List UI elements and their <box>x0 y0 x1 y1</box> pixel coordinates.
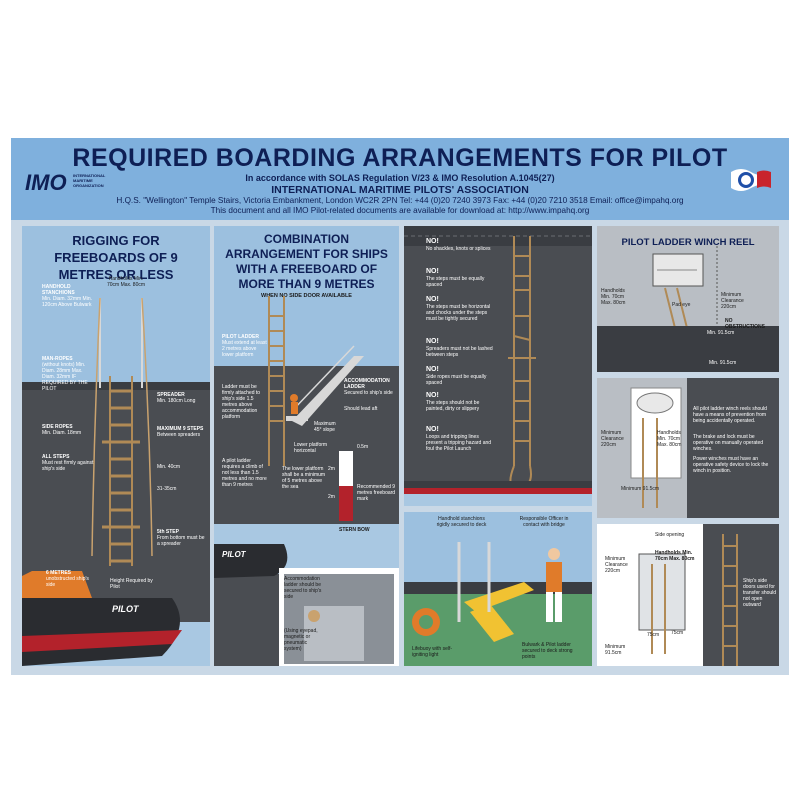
pilot-boat-name-2: PILOT <box>222 550 246 559</box>
poster: REQUIRED BOARDING ARRANGEMENTS FOR PILOT… <box>11 138 789 675</box>
winch-min915-bottom: Min. 91.5cm <box>709 360 737 366</box>
pl-title: PILOT LADDER <box>222 334 259 340</box>
manropes-text: (without knots) Min. Diam. 28mm Max. Dia… <box>42 362 88 392</box>
safety-clearance: Minimum Clearance 220cm <box>601 430 624 448</box>
door-w75b: 75cm <box>671 630 684 636</box>
imo-logo-subtitle: INTERNATIONAL MARITIME ORGANIZATION <box>73 173 106 188</box>
m2a-label: 2m <box>328 466 335 472</box>
header-banner: REQUIRED BOARDING ARRANGEMENTS FOR PILOT… <box>11 138 789 220</box>
max9-text: Between spreaders <box>157 432 201 438</box>
firm-text: Ladder must be firmly attached to ship's… <box>222 384 261 420</box>
freeboard-9m-illustration <box>22 297 210 666</box>
safety-text-1: All pilot ladder winch reels should have… <box>693 406 767 424</box>
panel2-title: COMBINATION ARRANGEMENT FOR SHIPS WITH A… <box>225 232 388 291</box>
deck-scene-illustration <box>404 542 592 666</box>
spreader-text: Min. 180cm Long <box>157 398 196 404</box>
allsteps-text: Must rest firmly against ship's side <box>42 460 94 472</box>
no-obstructions-label: NO OBSTRUCTIONS <box>725 318 765 330</box>
secured-text: Accommodation ladder should be secured t… <box>284 576 322 600</box>
officer-note: Responsible Officer in contact with brid… <box>519 516 569 528</box>
manropes-title: MAN-ROPES <box>42 356 73 362</box>
winch-clearance: Minimum Clearance 220cm <box>721 292 744 310</box>
lead-aft-label: Should lead aft <box>344 406 378 412</box>
imo-logo: IMO <box>25 170 67 195</box>
m05-label: 0.5m <box>357 444 369 450</box>
min40-label: Min. 40cm <box>157 464 181 470</box>
safety-text-2: The brake and lock must be operative on … <box>693 434 764 452</box>
safety-handholds: Handholds Min. 70cm Max. 80cm <box>657 430 682 448</box>
door-note: Ship's side doors used for transfer shou… <box>743 578 777 608</box>
panel2-subtitle: WHEN NO SIDE DOOR AVAILABLE <box>261 293 352 299</box>
combination-illustration <box>214 296 399 666</box>
download-note: This document and all IMO Pilot-related … <box>210 206 590 215</box>
pilot-boat-name: PILOT <box>112 604 139 614</box>
no-item: NO!The steps must be horizontal and choc… <box>426 296 491 322</box>
ladder-faults-illustration <box>404 226 592 506</box>
six-metres-title: 6 METRES <box>46 570 72 576</box>
pad-eye-label: Pad eye <box>672 302 691 308</box>
eyepad-text: (Using eyepad, magnetic or pneumatic sys… <box>284 628 318 652</box>
handholds-label: Handholds Min. 70cm Max. 80cm <box>106 276 146 288</box>
siderope-title: SIDE ROPES <box>42 424 73 430</box>
panel-boarding-deck: Handhold stanchions rigidly secured to d… <box>404 512 592 666</box>
impa-flag-logo-icon <box>729 166 773 194</box>
no-item: NO!The steps must be equally spaced <box>426 268 485 288</box>
panel1-title: RIGGING FOR FREEBOARDS OF 9 METRES OR LE… <box>54 233 178 282</box>
winch-min915: Min. 91.5cm <box>707 330 735 336</box>
panel-winch-reel: A PILOT LADDER WINCH REEL Handholds Min.… <box>597 226 779 372</box>
stanchions-text: Min. Diam. 32mm Min. 120cm Above Bulwark <box>42 296 93 308</box>
max9-title: MAXIMUM 9 STEPS <box>157 426 204 432</box>
allsteps-title: ALL STEPS <box>42 454 70 460</box>
climb-text: A pilot ladder requires a climb of not l… <box>222 458 267 488</box>
fifth-step-text: From bottom must be a spreader <box>157 535 205 547</box>
no-item: NO!The steps should not be painted, dirt… <box>426 392 480 412</box>
bulwark-note: Bulwark & Pilot ladder secured to deck s… <box>522 642 573 660</box>
side-door-illustration <box>638 534 738 666</box>
door-min915: Minimum 91.5cm <box>605 644 626 656</box>
door-clearance: Minimum Clearance 220cm <box>605 556 628 574</box>
acc-title: ACCOMMODATION LADDER <box>344 378 390 390</box>
no-item: NO!Side ropes must be equally spaced <box>426 366 487 386</box>
safety-min915: Minimum 91.5cm <box>621 486 660 492</box>
acc-text: Secured to ship's side <box>344 390 393 396</box>
door-handholds: Handholds Min. 70cm Max. 80cm <box>655 550 695 562</box>
stanchions-title: HANDHOLD STANCHIONS <box>42 284 75 296</box>
range3135-label: 31-35cm <box>157 486 177 492</box>
height-label: Height Required by Pilot <box>110 578 153 590</box>
door-w75: 75cm <box>647 632 660 638</box>
slope-label: Maximum 45° slope <box>314 421 336 433</box>
no-item: NO!Spreaders must not be lashed between … <box>426 338 493 358</box>
panel-combination: COMBINATION ARRANGEMENT FOR SHIPS WITH A… <box>214 226 399 666</box>
panel-winch-safety: B Minimum Clearance 220cm Handholds Min.… <box>597 378 779 518</box>
pl-text: Must extend at least 2 metres above lowe… <box>222 340 267 358</box>
lifebuoy-note: Lifebuoy with self-igniting light <box>412 646 453 658</box>
org-name: INTERNATIONAL MARITIME PILOTS' ASSOCIATI… <box>271 184 529 196</box>
winch-reel-title: PILOT LADDER WINCH REEL <box>621 237 755 248</box>
stanchions-note: Handhold stanchions rigidly secured to d… <box>436 516 487 528</box>
panel-side-door: C Side opening Minimum Clearance 220cm H… <box>597 524 779 666</box>
safety-text-3: Power winches must have an operative saf… <box>693 456 769 474</box>
page-title: REQUIRED BOARDING ARRANGEMENTS FOR PILOT <box>72 144 728 172</box>
lower-platform-label: Lower platform horizontal <box>294 442 328 454</box>
no-item: NO!Loops and tripping lines present a tr… <box>426 426 492 452</box>
freeboard-mark-label: Recommended 9 metres freeboard mark <box>357 484 396 502</box>
subtitle: In accordance with SOLAS Regulation V/23… <box>245 173 555 183</box>
spreader-title: SPREADER <box>157 392 185 398</box>
no-item: NO!No shackles, knots or splices <box>426 238 491 252</box>
winch-safety-illustration <box>630 387 682 508</box>
stern-bow-label: STERN BOW <box>339 527 370 533</box>
panel-no-rules: NO!No shackles, knots or splices NO!The … <box>404 226 592 506</box>
winch-reel-illustration <box>597 246 779 372</box>
fifth-step-title: 5th STEP <box>157 529 179 535</box>
winch-handholds: Handholds Min. 70cm Max. 80cm <box>601 288 626 306</box>
siderope-text: Min. Diam. 18mm <box>42 430 82 436</box>
side-opening-label: Side opening <box>655 532 685 538</box>
address: H.Q.S. "Wellington" Temple Stairs, Victo… <box>116 196 684 205</box>
lower-min-label: The lower platform shall be a minimum of… <box>282 466 326 490</box>
m2b-label: 2m <box>328 494 335 500</box>
panel-freeboard-9m: RIGGING FOR FREEBOARDS OF 9 METRES OR LE… <box>22 226 210 666</box>
six-metres-text: unobstructed ship's side <box>46 576 89 588</box>
